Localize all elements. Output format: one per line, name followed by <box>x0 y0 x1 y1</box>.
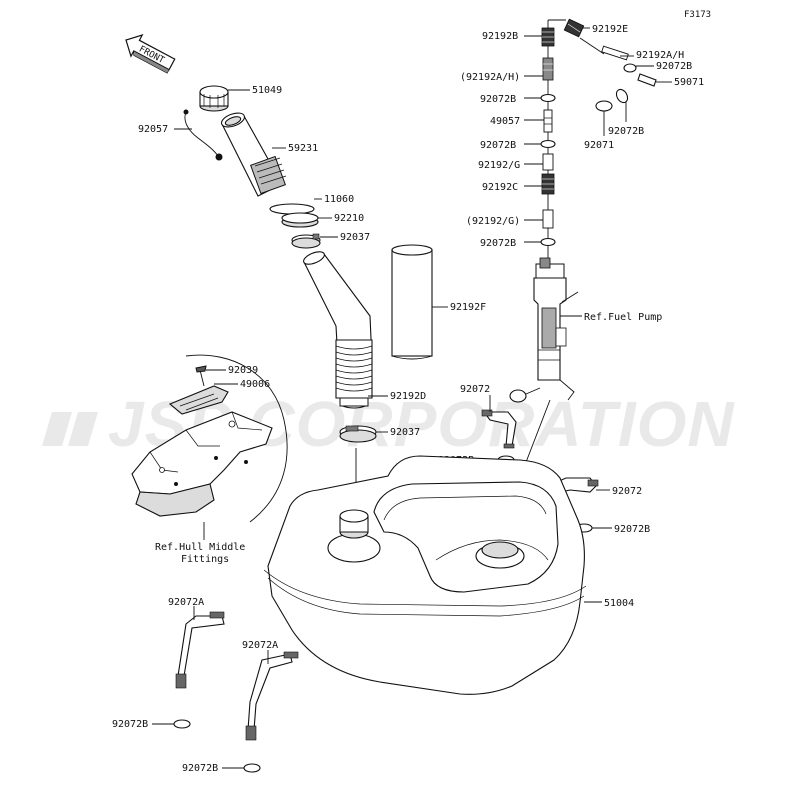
hose-clamp-upper <box>291 233 321 249</box>
fuel-pump <box>509 257 579 403</box>
front-arrow-icon: FRONT <box>125 34 176 74</box>
spring-92192C <box>541 173 555 195</box>
clip-92072B-top <box>623 63 637 73</box>
callout-92192G-paren: (92192/G) <box>466 216 520 227</box>
callout-59071: 59071 <box>674 77 704 88</box>
callout-92072B-8: 92072B <box>112 719 148 730</box>
o-ring <box>269 203 315 215</box>
callout-51004: 51004 <box>604 598 634 609</box>
fuel-tank <box>263 455 587 695</box>
callout-92192F: 92192F <box>450 302 486 313</box>
hose-clamp-lower <box>339 425 377 443</box>
tube-92192G-upper <box>542 153 554 171</box>
spring-92192E <box>563 18 585 38</box>
callout-92210: 92210 <box>334 213 364 224</box>
callout-92037-upper: 92037 <box>340 232 370 243</box>
tube-92192G-paren <box>542 209 554 229</box>
callout-fuel-pump: Ref.Fuel Pump <box>584 312 662 323</box>
clip-92072B-5 <box>540 237 556 247</box>
callout-92192C: 92192C <box>482 182 518 193</box>
clip-92072B-9 <box>243 763 261 773</box>
strap-92072A-2 <box>245 651 299 741</box>
callout-92192G-upper: 92192/G <box>478 160 520 171</box>
callout-92072-a: 92072 <box>460 384 490 395</box>
callout-92072B-4: 92072B <box>480 140 516 151</box>
tube-92192AH-paren <box>542 57 554 81</box>
clip-92072B-8 <box>173 719 191 729</box>
callout-92192AH-left: (92192A/H) <box>460 72 520 83</box>
callout-92037-lower: 92037 <box>390 427 420 438</box>
callout-92072B-7: 92072B <box>614 524 650 535</box>
callout-11060: 11060 <box>324 194 354 205</box>
callout-49006: 49006 <box>240 379 270 390</box>
bracket-49006 <box>168 385 229 415</box>
callout-92192AH-right: 92192A/H <box>636 50 684 61</box>
callout-92071: 92071 <box>584 140 614 151</box>
callout-51049: 51049 <box>252 85 282 96</box>
callout-92072A-2: 92072A <box>242 640 278 651</box>
fitting-92071 <box>595 100 613 136</box>
callout-92072B-5: 92072B <box>480 238 516 249</box>
callout-92072B-3: 92072B <box>608 126 644 137</box>
filler-hose <box>303 251 373 409</box>
filler-neck <box>220 112 287 197</box>
callout-92072A-1: 92072A <box>168 597 204 608</box>
hull-middle-fittings <box>131 354 288 523</box>
screw-92039 <box>195 365 207 387</box>
cap-tether <box>183 109 223 161</box>
callout-92192B: 92192B <box>482 31 518 42</box>
tube-92192AH <box>579 37 629 61</box>
callout-59231: 59231 <box>288 143 318 154</box>
strap-92072-a <box>481 409 517 449</box>
callout-92057: 92057 <box>138 124 168 135</box>
callout-hull-line1: Ref.Hull Middle <box>155 542 245 553</box>
watermark: JSP CORPORATION <box>42 388 734 460</box>
clip-92072B-right <box>615 88 629 122</box>
callout-49057: 49057 <box>490 116 520 127</box>
callout-92072B-2: 92072B <box>480 94 516 105</box>
hose-sleeve <box>391 244 433 360</box>
fitting-59071 <box>637 73 657 87</box>
strap-92072A-1 <box>175 611 225 689</box>
figure-id: F3173 <box>684 10 711 20</box>
clip-92072B-4 <box>540 139 556 149</box>
nut <box>281 212 319 228</box>
callout-92072-b: 92072 <box>612 486 642 497</box>
spring-92192B <box>541 27 555 47</box>
callout-92039: 92039 <box>228 365 258 376</box>
callout-hull-line2: Fittings <box>181 554 229 565</box>
clip-92072B-2 <box>540 93 556 103</box>
callout-92072B-9: 92072B <box>182 763 218 774</box>
callout-92192D: 92192D <box>390 391 426 402</box>
callout-92072B-1: 92072B <box>656 61 692 72</box>
connector-49057 <box>543 109 553 133</box>
filler-cap <box>199 85 229 112</box>
callout-92192E: 92192E <box>592 24 628 35</box>
